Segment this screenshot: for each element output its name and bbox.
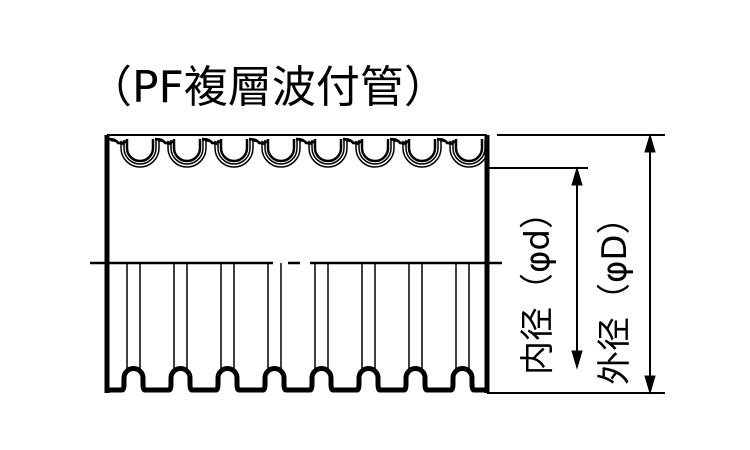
corrugation-line	[389, 137, 437, 163]
corrugation-line	[436, 137, 484, 163]
corrugation-line	[251, 140, 301, 168]
corrugation-line	[154, 137, 202, 163]
corrugation-line	[157, 140, 207, 168]
corrugation-line	[267, 263, 282, 372]
corrugation-line	[297, 139, 345, 165]
corrugation-line	[250, 139, 298, 165]
corrugation-line	[109, 139, 157, 165]
corrugation-line	[201, 137, 249, 163]
corrugation-line	[391, 139, 439, 165]
diagram-title: （PF複層波付管）	[88, 62, 448, 113]
corrugation-line	[248, 137, 296, 163]
corrugation-line	[156, 139, 204, 165]
corrugation-line	[295, 137, 343, 163]
inner-diameter-label: 内径（φd）	[518, 195, 558, 375]
corrugation-line	[220, 263, 235, 372]
corrugation-line	[455, 263, 470, 372]
corrugation-line	[298, 140, 348, 168]
corrugation-line	[173, 263, 188, 372]
top-corrugation	[107, 137, 489, 168]
corrugation-line	[361, 263, 376, 372]
pipe-cross-section	[90, 134, 502, 393]
corrugation-line	[345, 140, 395, 168]
arrowhead-icon	[644, 375, 656, 395]
corrugation-line	[344, 139, 392, 165]
corrugation-line	[107, 137, 155, 163]
arrowhead-icon	[571, 350, 583, 370]
corrugation-line	[203, 139, 251, 165]
corrugation-line	[126, 263, 141, 372]
corrugation-line	[392, 140, 442, 168]
corrugation-line	[109, 366, 485, 393]
corrugation-line	[314, 263, 329, 372]
corrugation-line	[408, 263, 423, 372]
arrowhead-icon	[571, 166, 583, 186]
corrugation-line	[342, 137, 390, 163]
corrugation-line	[110, 140, 160, 168]
corrugation-line	[439, 140, 489, 168]
corrugation-line	[204, 140, 254, 168]
corrugation-line	[438, 139, 486, 165]
bottom-corrugation	[109, 263, 485, 393]
arrowhead-icon	[644, 133, 656, 153]
outer-diameter-label: 外径（φD）	[595, 200, 635, 385]
dimensions	[487, 133, 665, 395]
